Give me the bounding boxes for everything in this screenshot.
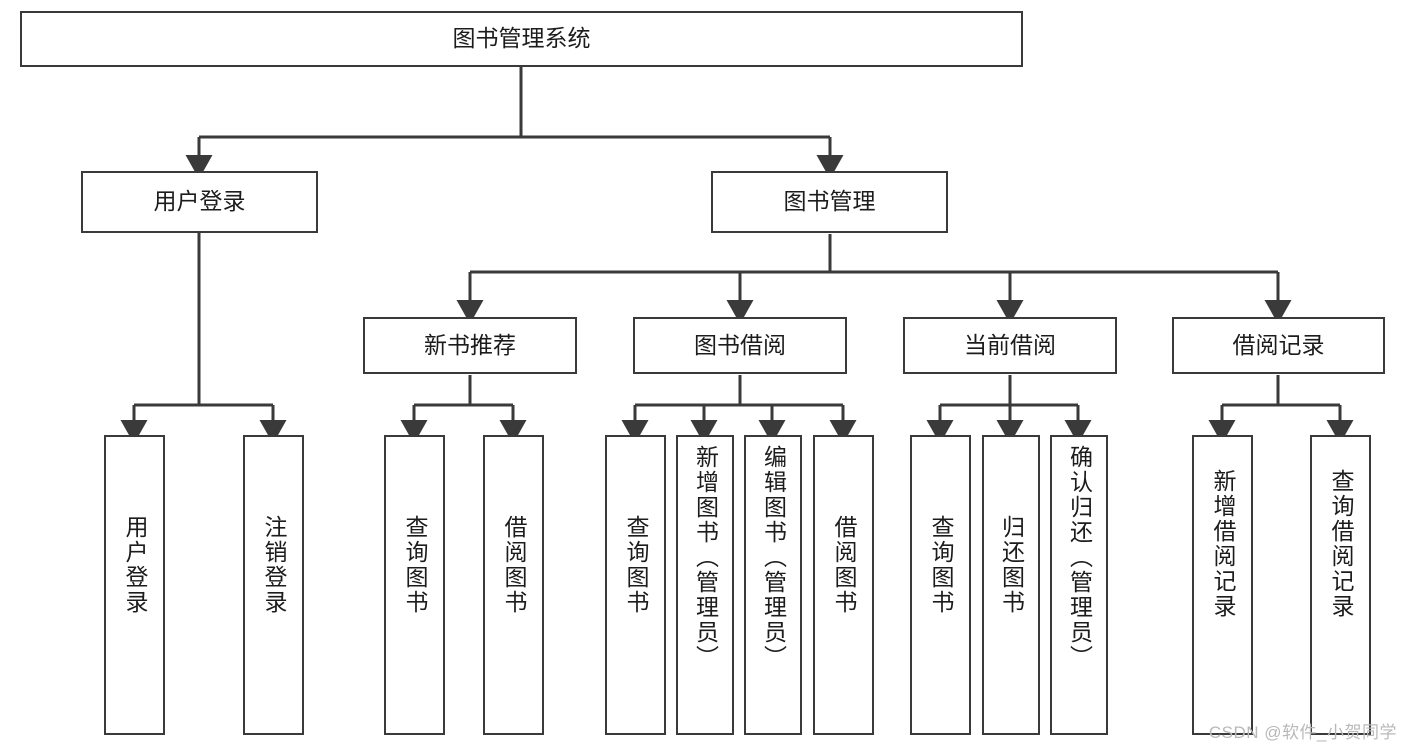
node-new-book-recommend[interactable]: 新书推荐 <box>363 317 577 374</box>
node-current-borrow[interactable]: 当前借阅 <box>903 317 1117 374</box>
node-book-borrow-label: 图书借阅 <box>694 331 786 358</box>
node-root[interactable]: 图书管理系统 <box>20 11 1023 67</box>
leaf-book-borrow-add-label: 新增图书（管理员） <box>692 445 719 670</box>
leaf-book-borrow-borrow-label: 借阅图书 <box>831 515 857 615</box>
node-user-login-label: 用户登录 <box>153 188 246 215</box>
leaf-new-book-borrow[interactable]: 借阅图书 <box>483 435 544 735</box>
node-book-manage-label: 图书管理 <box>783 188 876 215</box>
leaf-book-borrow-borrow[interactable]: 借阅图书 <box>813 435 874 735</box>
node-borrow-record-label: 借阅记录 <box>1232 331 1325 358</box>
node-root-label: 图书管理系统 <box>452 25 591 52</box>
node-new-book-recommend-label: 新书推荐 <box>424 331 516 358</box>
leaf-new-book-borrow-label: 借阅图书 <box>501 515 527 615</box>
leaf-book-borrow-edit[interactable]: 编辑图书（管理员） <box>744 435 802 735</box>
node-book-manage[interactable]: 图书管理 <box>711 171 948 233</box>
leaf-borrow-record-add[interactable]: 新增借阅记录 <box>1192 435 1253 735</box>
leaf-new-book-query[interactable]: 查询图书 <box>384 435 445 735</box>
node-current-borrow-label: 当前借阅 <box>964 331 1056 358</box>
leaf-book-borrow-add[interactable]: 新增图书（管理员） <box>676 435 734 735</box>
leaf-current-borrow-confirm[interactable]: 确认归还（管理员） <box>1050 435 1108 735</box>
leaf-new-book-query-label: 查询图书 <box>402 515 428 615</box>
leaf-current-borrow-return-label: 归还图书 <box>998 515 1025 615</box>
leaf-borrow-record-add-label: 新增借阅记录 <box>1210 469 1236 619</box>
watermark: CSDN @软件_小贺同学 <box>1208 723 1397 742</box>
leaf-current-borrow-confirm-label: 确认归还（管理员） <box>1066 445 1093 670</box>
leaf-borrow-record-query-label: 查询借阅记录 <box>1328 469 1354 619</box>
leaf-user-login-login[interactable]: 用户登录 <box>104 435 165 735</box>
leaf-current-borrow-return[interactable]: 归还图书 <box>982 435 1040 735</box>
leaf-current-borrow-query[interactable]: 查询图书 <box>910 435 971 735</box>
node-book-borrow[interactable]: 图书借阅 <box>633 317 847 374</box>
node-borrow-record[interactable]: 借阅记录 <box>1172 317 1385 374</box>
leaf-current-borrow-query-label: 查询图书 <box>928 515 954 615</box>
leaf-user-login-logout-label: 注销登录 <box>261 515 287 615</box>
leaf-book-borrow-query-label: 查询图书 <box>623 515 649 615</box>
leaf-book-borrow-edit-label: 编辑图书（管理员） <box>760 445 787 670</box>
leaf-borrow-record-query[interactable]: 查询借阅记录 <box>1310 435 1371 735</box>
leaf-user-login-logout[interactable]: 注销登录 <box>243 435 304 735</box>
node-user-login[interactable]: 用户登录 <box>81 171 318 233</box>
leaf-user-login-login-label: 用户登录 <box>122 515 148 615</box>
leaf-book-borrow-query[interactable]: 查询图书 <box>605 435 666 735</box>
